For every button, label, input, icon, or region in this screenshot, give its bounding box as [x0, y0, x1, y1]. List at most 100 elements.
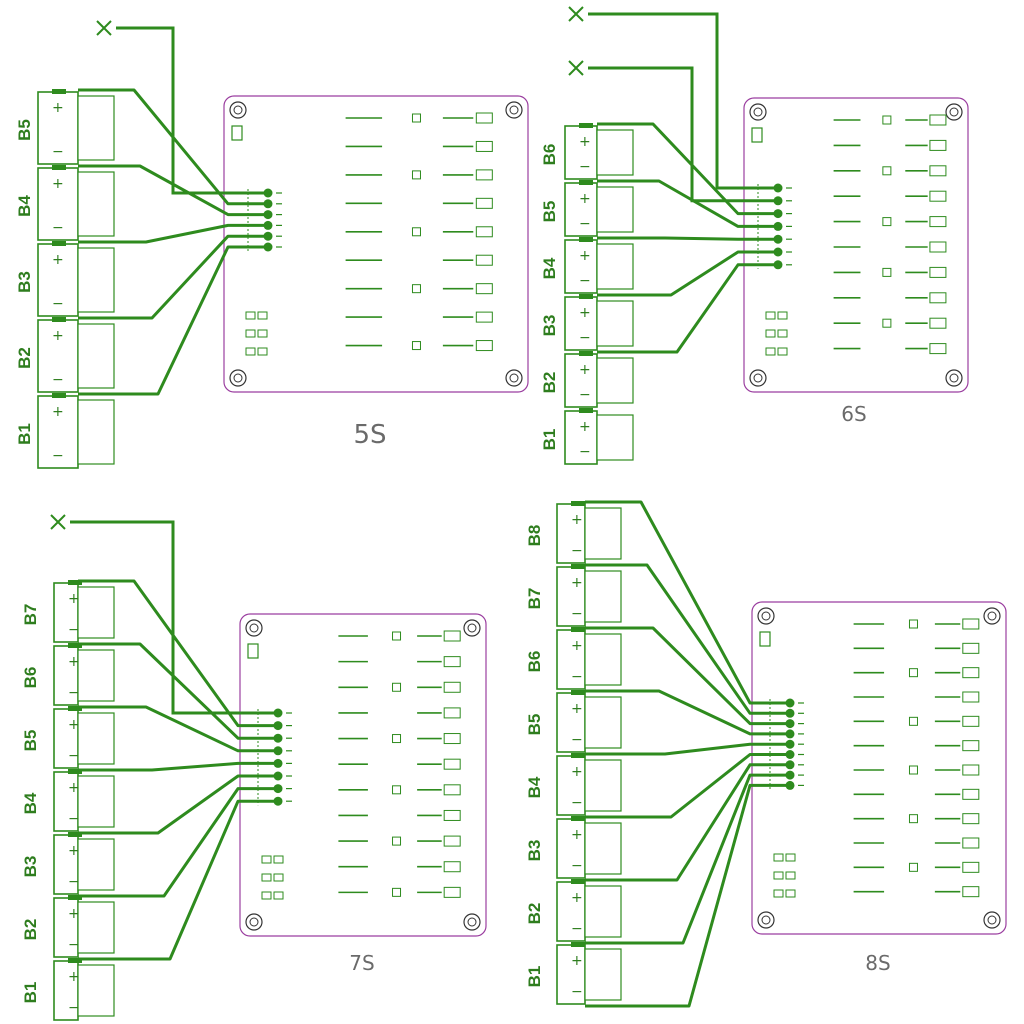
- balance-wire: [78, 164, 268, 217]
- balance-wire: [78, 761, 278, 772]
- unused-balance-wire: [588, 66, 778, 203]
- mosfet-footprint: [962, 837, 980, 849]
- smd-footprint: [765, 347, 776, 356]
- cell-tab: [77, 171, 115, 237]
- mounting-hole-inner: [467, 917, 477, 927]
- minus-sign: −: [571, 858, 583, 874]
- cell-tab: [77, 712, 115, 765]
- cell-label: B4: [15, 195, 34, 217]
- smd-footprint: [273, 891, 284, 900]
- cell-label: B7: [21, 604, 40, 626]
- balance-pin: [263, 242, 273, 252]
- cell-tab: [77, 95, 115, 161]
- cell-label: B8: [525, 525, 544, 547]
- balance-pin: [273, 771, 283, 781]
- balance-pin: [273, 796, 283, 806]
- bms-board-outline: [223, 95, 529, 393]
- smd-footprint: [765, 329, 776, 338]
- balance-wire: [597, 236, 778, 241]
- mounting-hole: [757, 911, 775, 929]
- plus-sign: +: [68, 780, 80, 796]
- mosfet-footprint: [443, 784, 461, 796]
- mosfet-footprint: [929, 165, 947, 177]
- positive-terminal: [579, 180, 593, 185]
- cell-label: B5: [540, 201, 559, 223]
- minus-sign: −: [68, 874, 80, 890]
- cell-label: B3: [525, 840, 544, 862]
- balance-pin: [785, 750, 795, 759]
- smd-footprint: [245, 329, 256, 338]
- positive-terminal: [579, 123, 593, 128]
- smd-footprint: [777, 347, 788, 356]
- mosfet-footprint: [929, 292, 947, 304]
- cell-tab: [584, 759, 622, 812]
- cell-label: B2: [15, 347, 34, 369]
- balance-wire: [585, 763, 790, 882]
- cell-b7: +−B7: [525, 564, 622, 627]
- cell-tab: [77, 964, 115, 1017]
- mosfet-footprint: [443, 733, 461, 745]
- mosfet-footprint: [475, 169, 493, 181]
- thermistor-footprint: [231, 125, 243, 141]
- balance-pin: [273, 708, 283, 718]
- balance-pin: [773, 260, 783, 270]
- mounting-hole-inner: [233, 105, 243, 115]
- positive-terminal: [571, 879, 585, 884]
- mosfet-footprint: [443, 630, 461, 642]
- balance-pin: [785, 739, 795, 749]
- balance-wire: [78, 579, 278, 728]
- mosfet-footprint: [962, 813, 980, 825]
- plus-sign: +: [579, 419, 591, 435]
- cell-body: [556, 818, 586, 879]
- balance-pin: [785, 698, 795, 708]
- balance-wire: [585, 773, 790, 945]
- balance-pin: [785, 729, 795, 739]
- plus-sign: +: [68, 654, 80, 670]
- cell-tab: [77, 247, 115, 313]
- unused-balance-wire: [588, 12, 778, 190]
- plus-sign: +: [571, 575, 583, 591]
- balance-wire: [585, 563, 790, 715]
- balance-pin: [773, 196, 783, 206]
- cell-tab: [584, 507, 622, 560]
- mosfet-footprint: [929, 266, 947, 278]
- smd-footprint: [261, 873, 272, 882]
- balance-pin: [785, 708, 795, 718]
- balance-wire: [585, 742, 790, 756]
- capacitor-footprint: [411, 227, 421, 237]
- bms-board-outline: [743, 97, 969, 393]
- cell-body: [53, 771, 79, 832]
- balance-pin: [263, 188, 273, 198]
- minus-sign: −: [68, 937, 80, 953]
- minus-sign: −: [571, 795, 583, 811]
- balance-wire: [78, 245, 268, 396]
- positive-terminal: [571, 942, 585, 947]
- cell-b4: +−B4: [525, 753, 622, 816]
- wire-end-x-icon: [50, 514, 66, 530]
- balance-pin: [773, 234, 783, 244]
- balance-pin: [773, 209, 783, 219]
- plus-sign: +: [52, 328, 64, 344]
- board-title: 7S: [349, 951, 374, 975]
- positive-terminal: [579, 294, 593, 299]
- capacitor-footprint: [882, 115, 892, 125]
- capacitor-footprint: [908, 668, 918, 678]
- balance-pin: [263, 220, 273, 230]
- mosfet-footprint: [443, 861, 461, 873]
- minus-sign: −: [52, 220, 64, 236]
- mounting-hole: [749, 369, 767, 387]
- cell-label: B5: [21, 730, 40, 752]
- minus-sign: −: [68, 622, 80, 638]
- minus-sign: −: [579, 273, 591, 289]
- capacitor-footprint: [392, 887, 402, 897]
- cell-b2: +−B2: [21, 895, 115, 958]
- mounting-hole-inner: [753, 107, 763, 117]
- smd-footprint: [773, 889, 784, 898]
- cell-b7: +−B7: [21, 580, 115, 643]
- cell-b6: +−B6: [525, 627, 622, 690]
- smd-footprint: [773, 853, 784, 862]
- capacitor-footprint: [411, 341, 421, 351]
- cell-b6: +−B6: [21, 643, 115, 706]
- wire-end-x-icon: [568, 60, 584, 76]
